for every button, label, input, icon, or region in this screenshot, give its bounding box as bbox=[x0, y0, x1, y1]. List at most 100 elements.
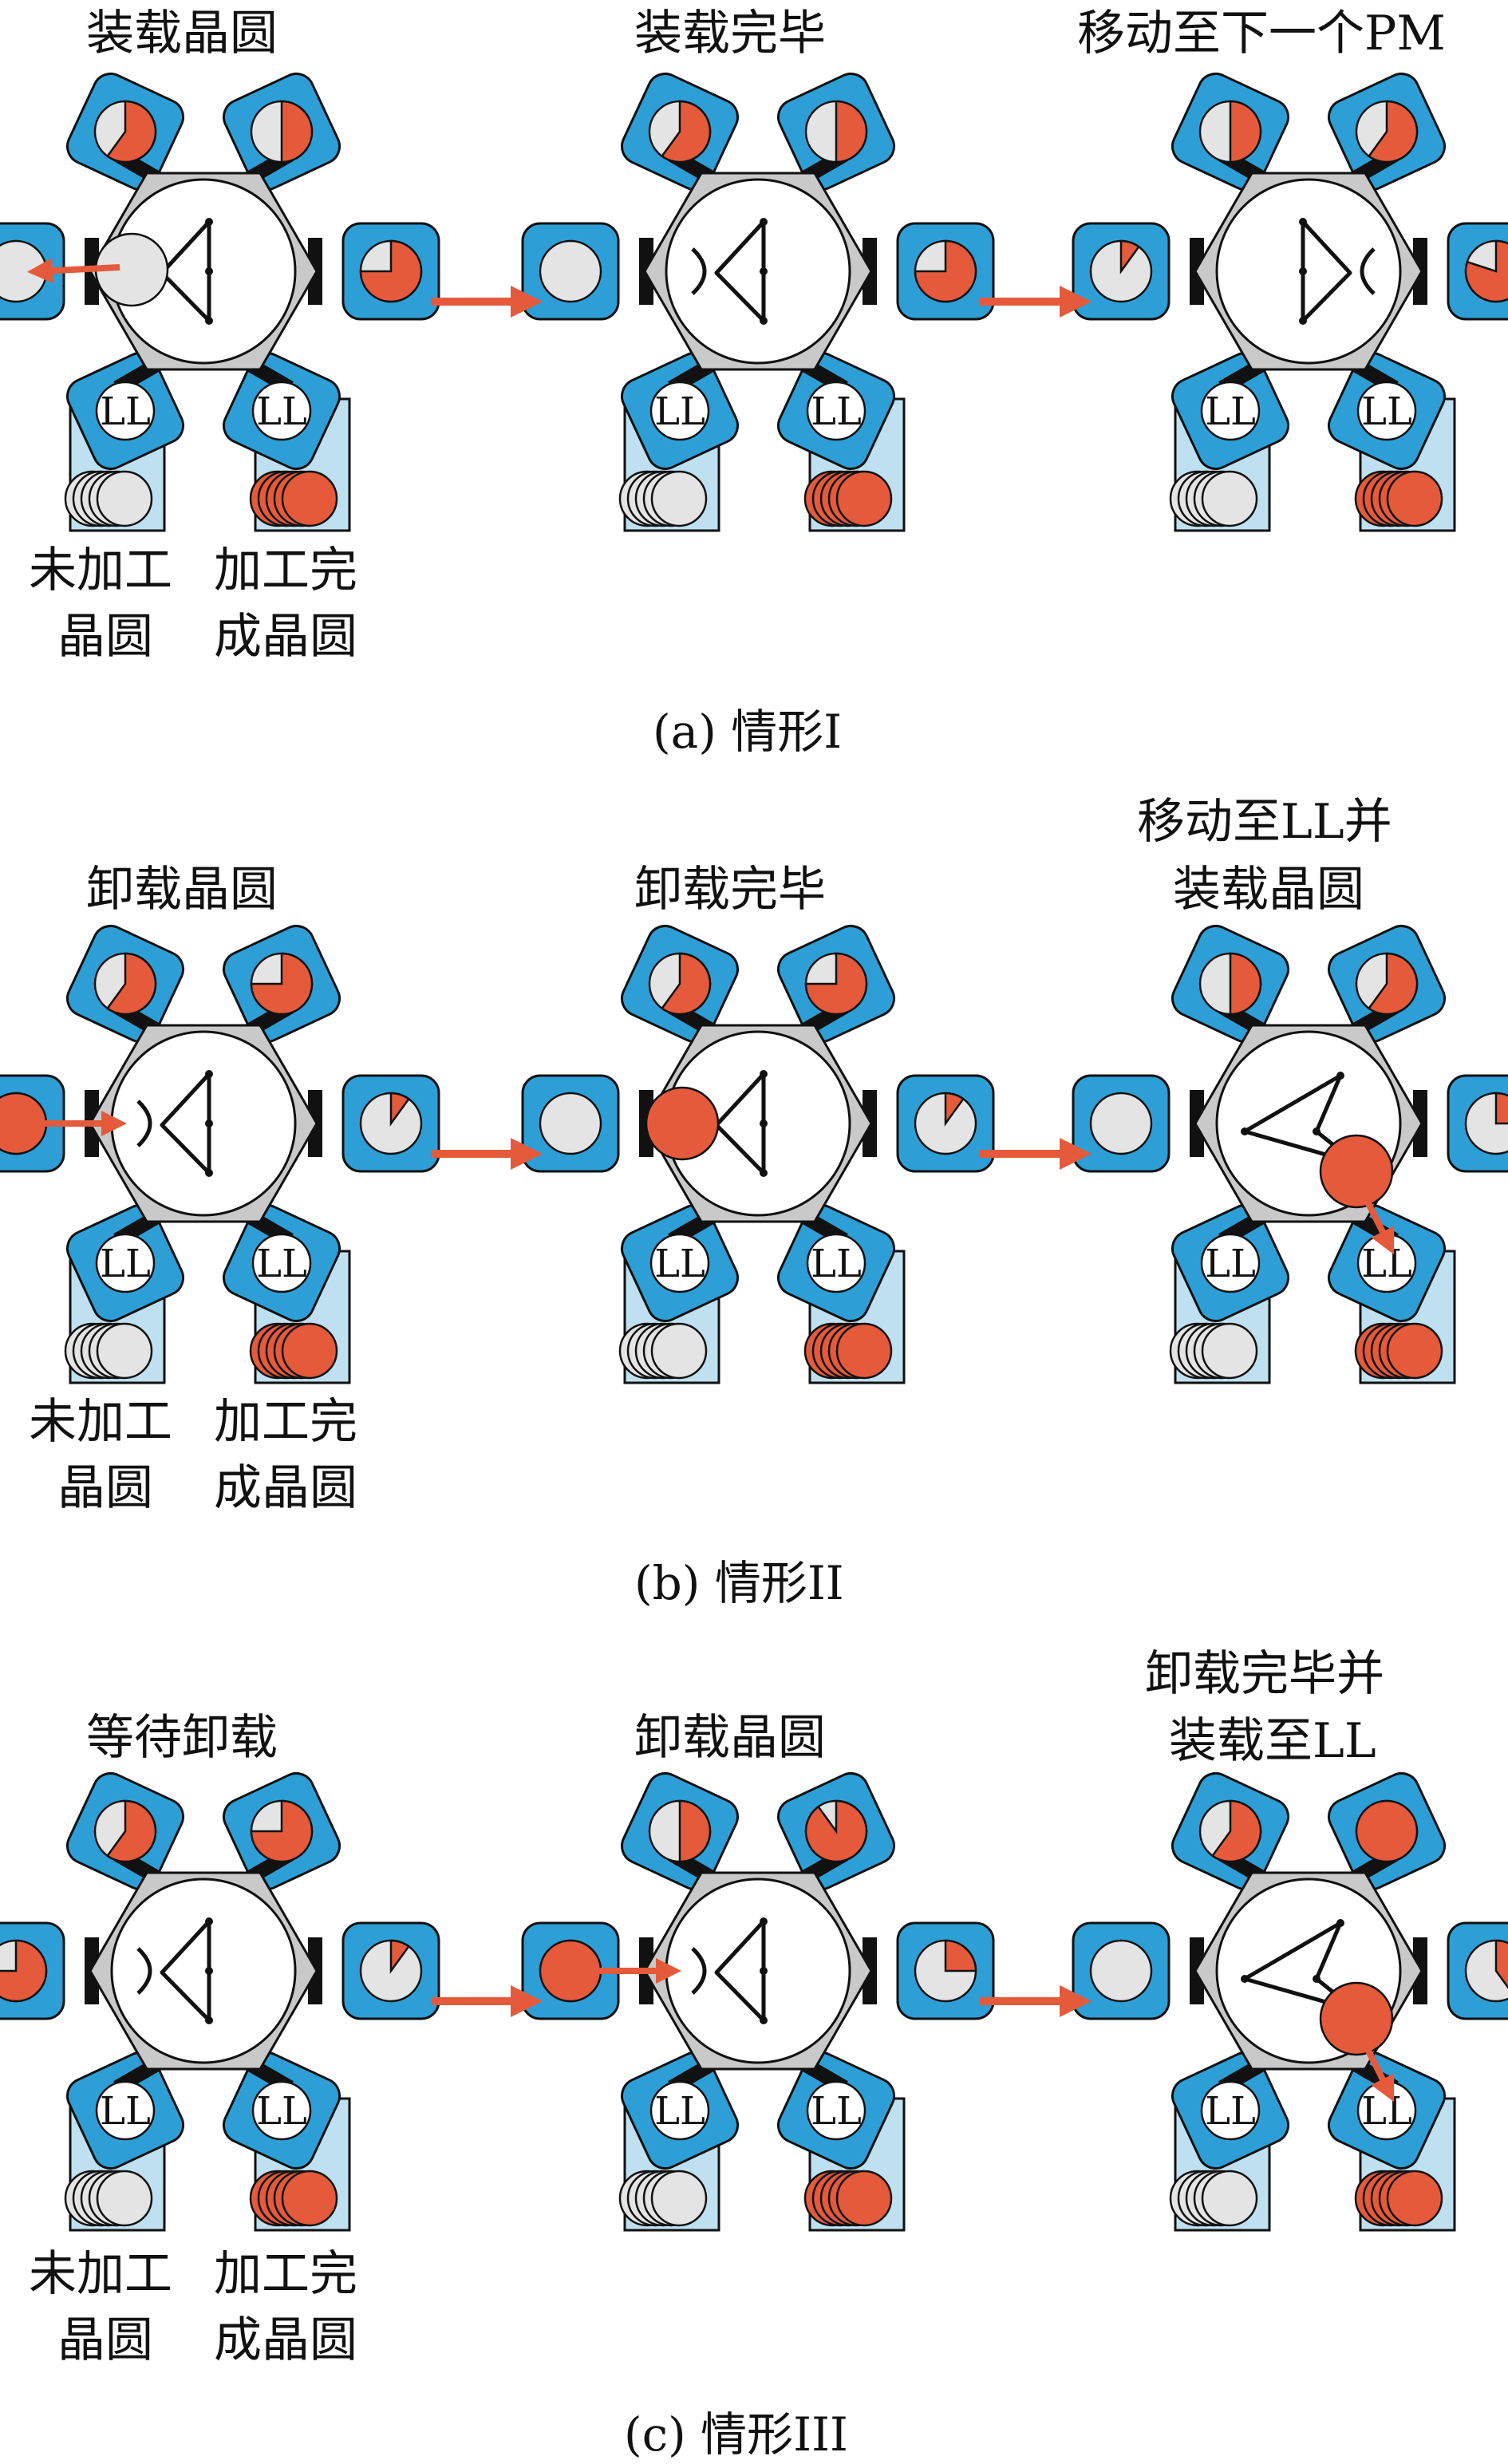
processed-wafer-stack-wafer bbox=[835, 470, 893, 527]
processed-wafer-stack-wafer bbox=[281, 1322, 338, 1380]
pm-wafer-2-progress bbox=[280, 100, 314, 164]
processed-wafer-stack-wafer bbox=[1386, 470, 1443, 527]
load-lock-circle bbox=[1200, 381, 1261, 441]
robot-chamber bbox=[665, 178, 851, 365]
robot-joint bbox=[1241, 1127, 1249, 1135]
pm-wafer-2-progress bbox=[250, 1799, 314, 1863]
pm-wafer-2-progress bbox=[1367, 952, 1419, 1016]
processed-label-line1: 加工完 bbox=[214, 543, 357, 598]
unprocessed-wafer-stack-wafer bbox=[650, 1322, 708, 1380]
pm-wafer-4-progress bbox=[389, 1939, 411, 1974]
pm-wafer-1-progress bbox=[105, 1799, 157, 1863]
unprocessed-wafer-stack-wafer bbox=[96, 2170, 153, 2227]
load-lock-label: LL bbox=[1205, 389, 1256, 434]
load-lock-circle bbox=[806, 381, 867, 441]
transfer-arrow bbox=[1361, 2041, 1395, 2103]
load-lock-circle bbox=[95, 2080, 156, 2141]
robot-end-effector bbox=[136, 1947, 152, 1995]
load-lock-label: LL bbox=[100, 2089, 151, 2134]
load-lock-label: LL bbox=[811, 389, 862, 434]
cluster-tool-panel: LL LL bbox=[0, 925, 440, 1384]
load-lock-label: LL bbox=[256, 1242, 307, 1286]
robot-end-effector bbox=[1360, 247, 1376, 295]
robot-joint bbox=[205, 1119, 213, 1127]
robot-joint bbox=[760, 1070, 768, 1078]
load-lock-label: LL bbox=[1361, 389, 1412, 434]
load-lock-circle bbox=[649, 1233, 710, 1293]
pm-wafer-3 bbox=[539, 239, 602, 303]
pm-wafer-2-progress bbox=[804, 952, 868, 1016]
robot-joint bbox=[1336, 1919, 1344, 1927]
processed-wafer-stack-wafer bbox=[1386, 2170, 1443, 2227]
load-lock-circle bbox=[1200, 1233, 1261, 1293]
panel-c3-title-line2: 装载至LL bbox=[1169, 1713, 1376, 1769]
load-lock-circle bbox=[251, 2080, 312, 2141]
robot-joint bbox=[760, 267, 768, 275]
cluster-tool-panel: LL LL bbox=[1072, 73, 1508, 532]
pm-wafer-3-progress bbox=[0, 1939, 48, 2003]
load-lock-label: LL bbox=[100, 1242, 151, 1286]
load-lock-label: LL bbox=[654, 389, 705, 434]
panel-a3-title: 移动至下一个PM bbox=[1077, 6, 1446, 61]
unprocessed-wafer-stack-wafer bbox=[1201, 470, 1258, 527]
processed-wafer-stack-wafer bbox=[835, 1322, 893, 1380]
robot-joint bbox=[760, 317, 768, 325]
caption-a: (a) 情形I bbox=[653, 705, 843, 759]
pm-wafer-2-progress bbox=[804, 1799, 868, 1863]
robot-chamber bbox=[110, 1030, 297, 1217]
robot-joint bbox=[760, 2016, 768, 2024]
pm-wafer-4-progress bbox=[389, 1092, 411, 1127]
cluster-tool-panel: LL LL bbox=[521, 73, 995, 532]
pm-wafer-3 bbox=[1089, 1092, 1153, 1155]
pm-wafer-1-progress bbox=[105, 100, 157, 164]
held-wafer bbox=[645, 1086, 720, 1161]
panel-c1-title: 等待卸载 bbox=[86, 1710, 278, 1766]
robot-chamber bbox=[665, 1878, 851, 2064]
load-lock-label: LL bbox=[100, 389, 151, 434]
caption-b: (b) 情形II bbox=[634, 1556, 844, 1610]
load-lock-circle bbox=[649, 2080, 710, 2141]
pm-wafer-4-progress bbox=[1494, 1092, 1508, 1125]
robot-joint bbox=[1241, 1975, 1249, 1983]
pm-wafer-3-progress bbox=[1119, 239, 1141, 274]
unprocessed-wafer-stack-wafer bbox=[1201, 2170, 1258, 2227]
robot-joint bbox=[205, 1169, 213, 1177]
pm-wafer-4-progress bbox=[944, 1092, 965, 1127]
robot-joint bbox=[205, 267, 213, 275]
panel-c2-title: 卸载晶圆 bbox=[634, 1710, 826, 1766]
processed-label-line1: 加工完 bbox=[214, 1394, 357, 1450]
robot-joint bbox=[760, 1917, 768, 1925]
unprocessed-wafer-stack-wafer bbox=[1201, 1322, 1258, 1380]
load-lock-label: LL bbox=[811, 1242, 862, 1286]
pm-wafer-1-progress bbox=[1229, 100, 1262, 164]
load-lock-circle bbox=[95, 381, 156, 441]
unprocessed-label-line1: 未加工 bbox=[29, 2246, 172, 2302]
robot-joint bbox=[205, 317, 213, 325]
unprocessed-wafer-stack-wafer bbox=[96, 470, 153, 527]
pm-wafer-3 bbox=[539, 1092, 602, 1155]
cluster-tool-panel: LL LL bbox=[521, 925, 995, 1384]
pm-wafer-4-progress bbox=[1494, 1939, 1508, 1989]
load-lock-label: LL bbox=[1205, 2089, 1256, 2134]
robot-joint bbox=[1336, 1072, 1344, 1080]
robot-joint bbox=[1299, 218, 1307, 226]
load-lock-label: LL bbox=[1361, 2089, 1412, 2134]
load-lock-label: LL bbox=[1205, 1242, 1256, 1286]
transfer-arrow bbox=[27, 258, 120, 284]
robot-chamber bbox=[110, 1878, 297, 2064]
robot-joint bbox=[205, 1967, 213, 1975]
pm-wafer-3 bbox=[1089, 1939, 1153, 2003]
pm-wafer-1-progress bbox=[1210, 1799, 1262, 1863]
held-wafer bbox=[1319, 1134, 1394, 1209]
load-lock-label: LL bbox=[654, 1242, 705, 1286]
pm-wafer-1-progress bbox=[660, 100, 712, 164]
unprocessed-wafer-stack-wafer bbox=[650, 2170, 708, 2227]
robot-joint bbox=[205, 1917, 213, 1925]
cluster-tool-panel: LL LL bbox=[1072, 1772, 1508, 2232]
robot-end-effector bbox=[691, 247, 707, 295]
load-lock-label: LL bbox=[811, 2089, 862, 2134]
unprocessed-label-line2: 晶圆 bbox=[57, 2312, 153, 2368]
